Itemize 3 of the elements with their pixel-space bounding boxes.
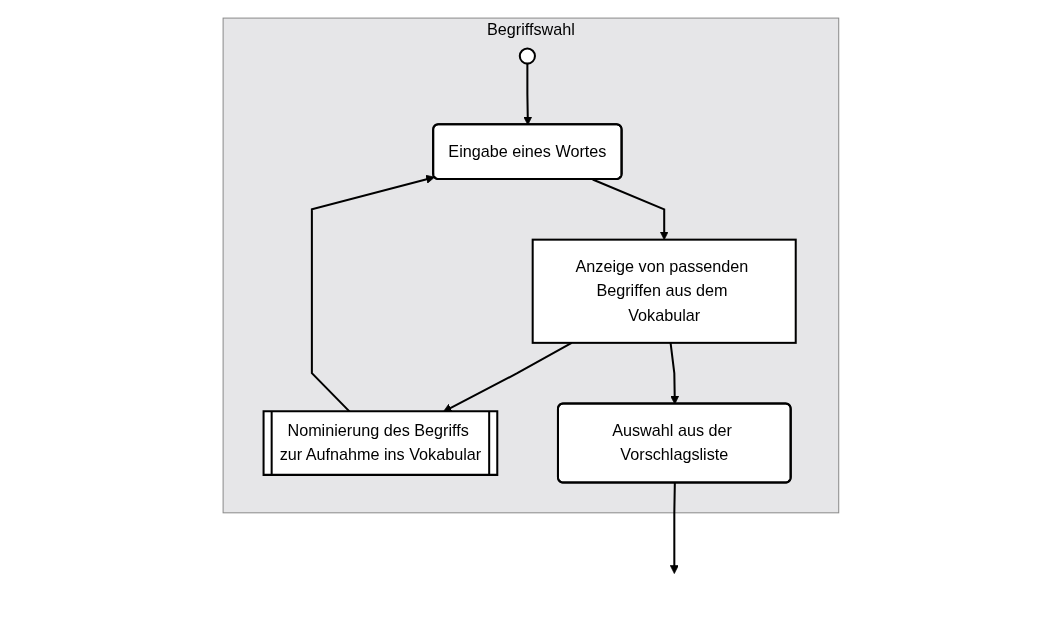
node-circle [518,47,536,65]
node-box: Anzeige von passenden Begriffen aus dem Vokabular [531,238,797,344]
arrow [669,482,679,574]
